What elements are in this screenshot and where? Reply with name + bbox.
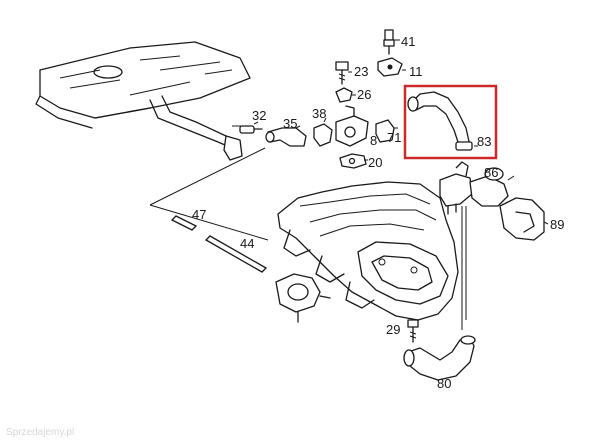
part-label-20: 20 xyxy=(368,155,382,170)
part-89-cover xyxy=(499,197,545,241)
part-label-35: 35 xyxy=(283,116,297,131)
part-47-rod xyxy=(171,215,197,231)
part-label-80: 80 xyxy=(437,376,451,391)
part-labels: 41 23 11 26 32 35 38 8 71 83 20 86 89 47 44 29 80 xyxy=(192,34,564,391)
part-label-38: 38 xyxy=(312,106,326,121)
part-71-clip xyxy=(375,119,395,143)
part-32-nipple xyxy=(239,125,263,134)
part-80-hose xyxy=(403,335,476,381)
breather-tube xyxy=(149,95,243,161)
part-8-valve xyxy=(335,105,369,147)
watermark: Sprzedajemy.pl xyxy=(6,427,74,438)
part-label-23: 23 xyxy=(354,64,368,79)
part-83-hose xyxy=(407,91,473,151)
label-leaders xyxy=(253,39,549,225)
part-label-11: 11 xyxy=(409,64,423,79)
vacuum-valve xyxy=(275,273,331,323)
highlight-box-part-83 xyxy=(403,84,498,160)
part-label-29: 29 xyxy=(386,322,400,337)
part-label-71: 71 xyxy=(387,130,401,145)
part-label-47: 47 xyxy=(192,207,206,222)
part-label-8: 8 xyxy=(370,133,377,148)
leader-lines xyxy=(149,125,269,241)
part-label-44: 44 xyxy=(240,236,254,251)
part-26-washer xyxy=(335,87,353,103)
cylinder-head-cover xyxy=(35,41,251,129)
intake-manifold xyxy=(277,181,459,321)
connection-lines-lower xyxy=(461,206,467,330)
part-label-86: 86 xyxy=(484,165,498,180)
part-label-26: 26 xyxy=(357,87,371,102)
part-label-41: 41 xyxy=(401,34,415,49)
part-20-gasket xyxy=(339,153,367,169)
part-86-housing xyxy=(439,161,509,215)
part-38-clip xyxy=(313,123,333,147)
part-41-bolt xyxy=(383,29,395,55)
part-label-83: 83 xyxy=(477,134,491,149)
part-label-89: 89 xyxy=(550,217,564,232)
part-label-32: 32 xyxy=(252,108,266,123)
part-44-rod xyxy=(205,235,267,273)
part-29-bolt xyxy=(407,319,419,343)
part-23-screw xyxy=(335,61,349,85)
part-11-bracket xyxy=(377,57,403,77)
part-35-hose xyxy=(265,127,307,147)
